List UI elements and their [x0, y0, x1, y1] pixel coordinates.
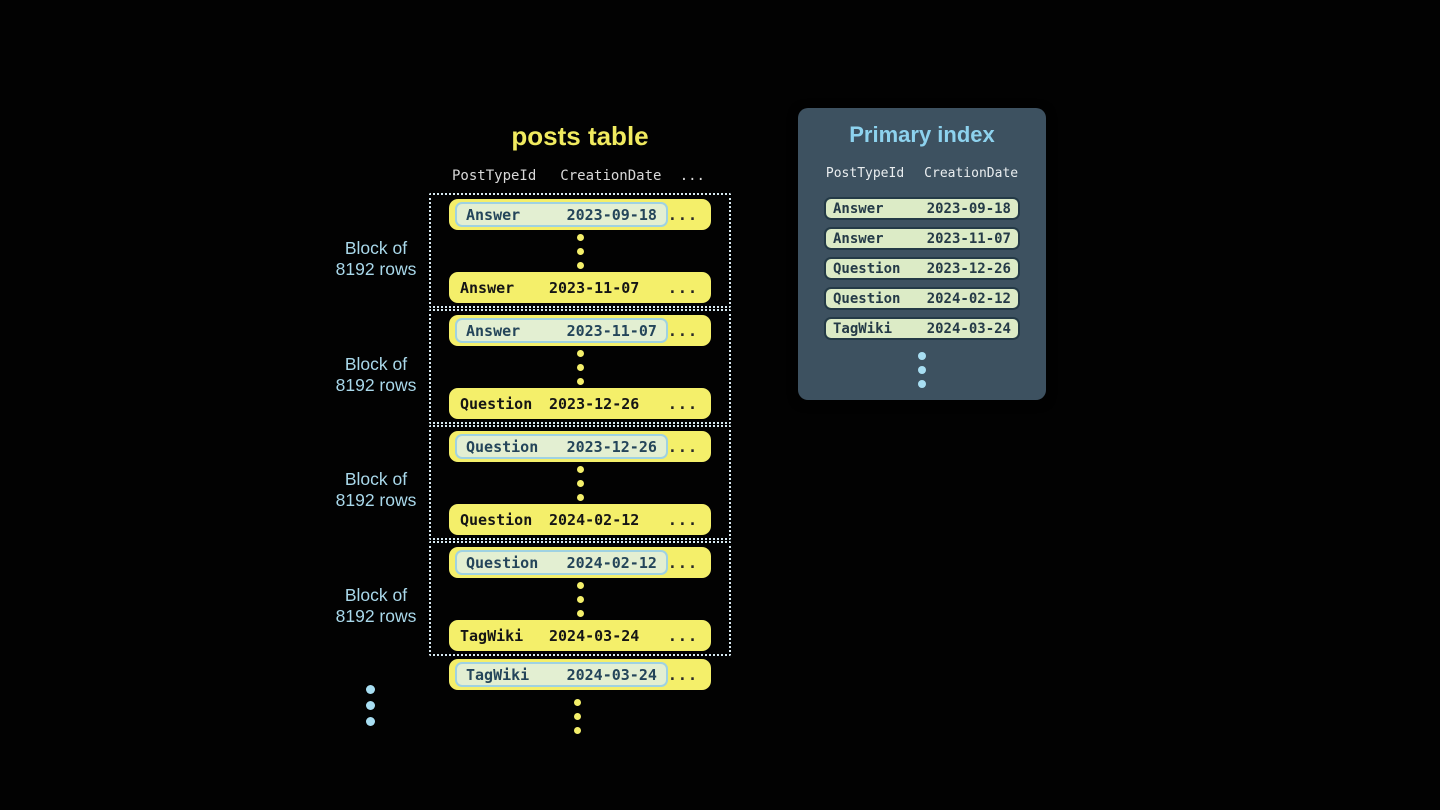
creationdate-value: 2023-11-07: [566, 321, 657, 340]
posttypeid-value: Answer: [460, 278, 515, 297]
posttypeid-value: TagWiki: [460, 626, 524, 645]
creationdate-value: 2023-12-26: [926, 260, 1011, 277]
row-more-ellipsis: ...: [667, 278, 698, 297]
row-block-2: Answer 2023-11-07 ... Question 2023-12-2…: [429, 309, 731, 424]
table-row-highlighted: Answer 2023-11-07 ...: [449, 315, 711, 346]
index-row: TagWiki 2024-03-24: [824, 317, 1020, 340]
block-label-line2: 8192 rows: [335, 259, 417, 279]
posttypeid-value: TagWiki: [466, 665, 530, 684]
creationdate-value: 2023-09-18: [926, 200, 1011, 217]
ellipsis-dots-icon: [576, 346, 584, 388]
ellipsis-dots-icon: [366, 681, 375, 729]
ellipsis-dots-icon: [576, 578, 584, 620]
index-entry-highlight: Question 2023-12-26: [455, 434, 668, 459]
ellipsis-dots-icon: [918, 349, 926, 391]
posts-table-title: posts table: [511, 121, 649, 151]
column-header-creationdate: CreationDate: [560, 168, 662, 184]
creationdate-value: 2024-02-12: [566, 553, 657, 572]
block-label-3: Block of 8192 rows: [296, 469, 456, 511]
block-label-line1: Block of: [344, 585, 408, 605]
index-row: Question 2024-02-12: [824, 287, 1020, 310]
block-label-line2: 8192 rows: [335, 490, 417, 510]
block-label-line2: 8192 rows: [335, 375, 417, 395]
primary-index-column-headers: PostTypeId CreationDate: [826, 166, 1018, 181]
index-row: Question 2023-12-26: [824, 257, 1020, 280]
column-header-posttypeid: PostTypeId: [452, 168, 537, 184]
posttypeid-value: Question: [833, 290, 901, 307]
column-header-creationdate: CreationDate: [924, 166, 1019, 181]
posttypeid-value: Question: [460, 510, 533, 529]
index-entry-highlight: Answer 2023-11-07: [455, 318, 668, 343]
creationdate-value: 2024-03-24: [926, 320, 1011, 337]
row-more-ellipsis: ...: [667, 665, 698, 684]
row-more-ellipsis: ...: [667, 553, 698, 572]
row-more-ellipsis: ...: [667, 321, 698, 340]
table-row: Answer 2023-11-07 ...: [449, 272, 711, 303]
posts-table-blocks: Answer 2023-09-18 ... Answer 2023-11-07 …: [429, 193, 731, 657]
block-label-1: Block of 8192 rows: [296, 238, 456, 280]
posttypeid-value: TagWiki: [833, 320, 893, 337]
block-label-4: Block of 8192 rows: [296, 585, 456, 627]
row-more-ellipsis: ...: [667, 437, 698, 456]
table-row-highlighted: Question 2024-02-12 ...: [449, 547, 711, 578]
index-row: Answer 2023-11-07: [824, 227, 1020, 250]
table-row: Question 2024-02-12 ...: [449, 504, 711, 535]
ellipsis-dots-icon: [576, 462, 584, 504]
row-more-ellipsis: ...: [667, 626, 698, 645]
creationdate-value: 2023-12-26: [566, 437, 657, 456]
creationdate-value: 2023-11-07: [926, 230, 1011, 247]
creationdate-value: 2024-03-24: [549, 626, 640, 645]
block-label-line1: Block of: [344, 354, 408, 374]
primary-index-panel: Primary index PostTypeId CreationDate An…: [798, 108, 1046, 400]
table-row: TagWiki 2024-03-24 ...: [449, 620, 711, 651]
creationdate-value: 2024-02-12: [926, 290, 1011, 307]
ellipsis-dots-icon: [576, 230, 584, 272]
table-row: Question 2023-12-26 ...: [449, 388, 711, 419]
posttypeid-value: Question: [833, 260, 901, 277]
column-header-posttypeid: PostTypeId: [825, 166, 905, 181]
creationdate-value: 2023-12-26: [549, 394, 640, 413]
posttypeid-value: Answer: [466, 321, 521, 340]
creationdate-value: 2023-09-18: [566, 205, 657, 224]
posts-table-column-headers: PostTypeId CreationDate ...: [429, 168, 731, 184]
posttypeid-value: Question: [460, 394, 533, 413]
table-row-highlighted: Answer 2023-09-18 ...: [449, 199, 711, 230]
row-block-1: Answer 2023-09-18 ... Answer 2023-11-07 …: [429, 193, 731, 308]
table-row-highlighted-trailing: TagWiki 2024-03-24 ...: [449, 659, 711, 690]
creationdate-value: 2024-02-12: [549, 510, 640, 529]
index-entry-highlight: Answer 2023-09-18: [455, 202, 668, 227]
posttypeid-value: Answer: [466, 205, 521, 224]
posttypeid-value: Question: [466, 437, 539, 456]
index-row: Answer 2023-09-18: [824, 197, 1020, 220]
posttypeid-value: Answer: [833, 230, 884, 247]
creationdate-value: 2023-11-07: [549, 278, 640, 297]
row-more-ellipsis: ...: [667, 394, 698, 413]
creationdate-value: 2024-03-24: [566, 665, 657, 684]
column-header-more-ellipsis: ...: [679, 168, 705, 184]
block-label-line2: 8192 rows: [335, 606, 417, 626]
block-label-2: Block of 8192 rows: [296, 354, 456, 396]
row-block-3: Question 2023-12-26 ... Question 2024-02…: [429, 425, 731, 540]
posttypeid-value: Answer: [833, 200, 884, 217]
row-more-ellipsis: ...: [667, 510, 698, 529]
primary-index-title: Primary index: [849, 122, 995, 147]
row-block-4: Question 2024-02-12 ... TagWiki 2024-03-…: [429, 541, 731, 656]
index-entry-highlight: TagWiki 2024-03-24: [455, 662, 668, 687]
block-label-line1: Block of: [344, 238, 408, 258]
primary-index-rows: Answer 2023-09-18 Answer 2023-11-07 Ques…: [824, 197, 1020, 340]
posttypeid-value: Question: [466, 553, 539, 572]
block-label-line1: Block of: [344, 469, 408, 489]
index-entry-highlight: Question 2024-02-12: [455, 550, 668, 575]
table-row-highlighted: Question 2023-12-26 ...: [449, 431, 711, 462]
ellipsis-dots-icon: [574, 695, 581, 737]
row-more-ellipsis: ...: [667, 205, 698, 224]
